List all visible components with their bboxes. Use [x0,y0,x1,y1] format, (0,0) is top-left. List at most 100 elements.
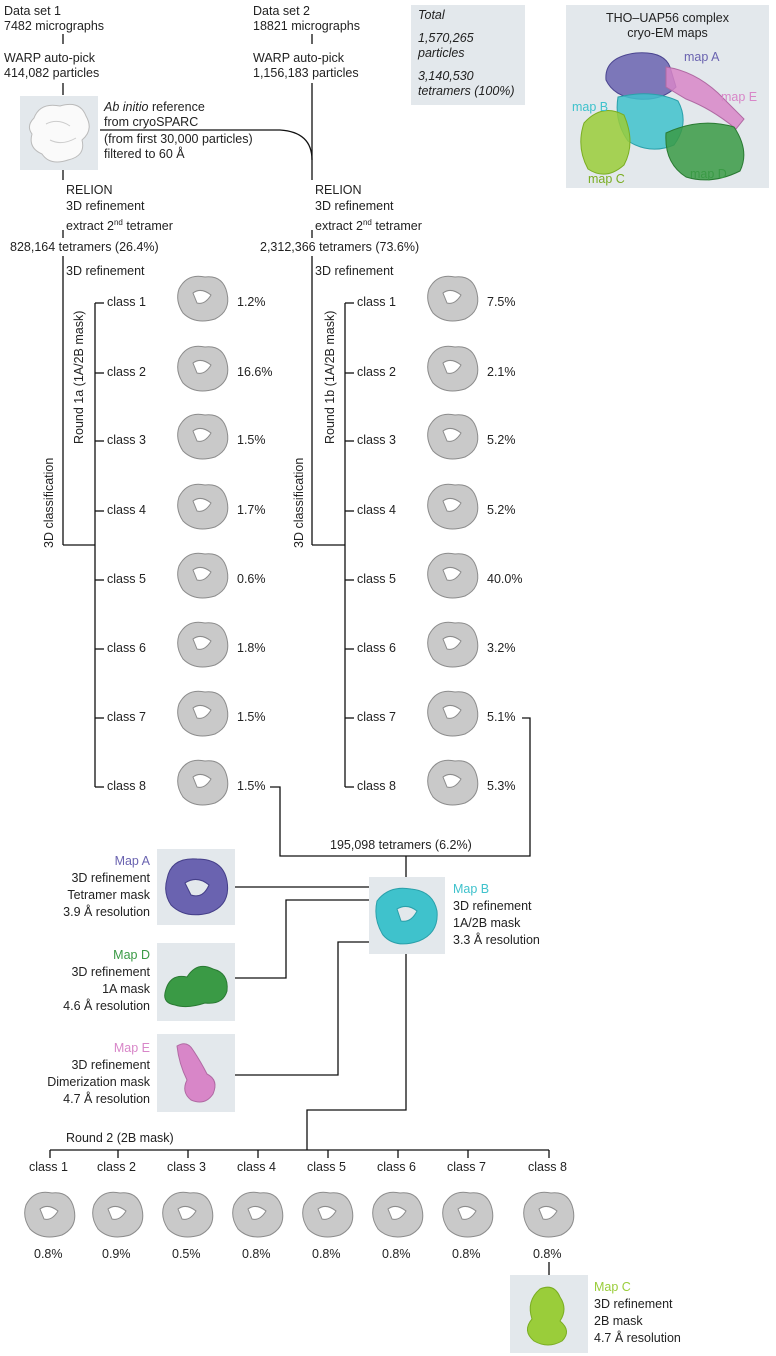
round2-class-thumbnail [366,1183,430,1244]
class-thumbnail [421,613,485,678]
map-b-density [375,887,438,945]
map-d-density [164,965,228,1008]
class-label: class 6 [357,641,396,655]
class-thumbnail [171,544,235,609]
class-thumbnail [421,267,485,332]
round2-label: Round 2 (2B mask) [66,1131,174,1145]
class-density-map [177,483,229,530]
relion2-title: RELION [315,183,362,197]
relion1-title: RELION [66,183,113,197]
map-c-thumbnail [510,1275,588,1353]
map-c-density [527,1286,567,1346]
class-thumbnail [421,475,485,540]
dataset2-pick: WARP auto-pick [253,51,345,65]
dataset1-micrographs: 7482 micrographs [4,19,105,33]
class-thumbnail [171,475,235,540]
class-label: class 6 [107,641,146,655]
dataset2-particles: 1,156,183 particles [253,66,359,80]
relion1-extract-post: tetramer [122,219,173,234]
class-density-map [177,759,229,806]
relion2-extract-pre: extract 2 [315,219,363,234]
refine2-label: 3D refinement [315,264,394,278]
class-label: class 5 [357,572,396,586]
round2-class-thumbnail [517,1183,581,1244]
class-label: class 2 [357,365,396,379]
map-e-name: Map E [113,1041,150,1055]
round2-class-percentage: 0.8% [533,1247,562,1261]
map-a-thumbnail [157,849,235,925]
total-label: Total [418,8,445,22]
class-density-map [24,1191,76,1238]
class-percentage: 1.5% [237,710,266,724]
class-percentage: 5.1% [487,710,516,724]
round2-class-thumbnail [296,1183,360,1244]
round2-class-percentage: 0.9% [102,1247,131,1261]
class-density-map [427,690,479,737]
round2-class-thumbnail [226,1183,290,1244]
class-density-map [302,1191,354,1238]
overview-title-line2: cryo-EM maps [627,26,708,40]
class-thumbnail [421,544,485,609]
relion1-extract-pre: extract 2 [66,219,114,234]
overview-title-line1: THO–UAP56 complex [606,11,729,25]
relion2-extract-post: tetramer [371,219,422,234]
map-e-density [176,1043,216,1103]
ab-initio-reference-thumbnail [20,96,98,170]
ab-initio-rest: reference [148,100,205,114]
map-a-line1: 3D refinement [71,871,150,885]
class-percentage: 3.2% [487,641,516,655]
class-label: class 8 [357,779,396,793]
map-c-name: Map C [594,1280,631,1294]
class-density-map [177,413,229,460]
map-b-name: Map B [453,882,490,896]
class-percentage: 7.5% [487,295,516,309]
dataset2-micrographs: 18821 micrographs [253,19,361,33]
dataset1-particles: 414,082 particles [4,66,100,80]
class-density-map [427,552,479,599]
round2-class-thumbnail [156,1183,220,1244]
relion2-extract: extract 2nd tetramer [315,215,422,234]
total-particles-count: 1,570,265 [418,31,474,45]
class-percentage: 1.5% [237,779,266,793]
map-c-line1: 3D refinement [594,1297,673,1311]
class-thumbnail [171,405,235,470]
overview-map-d-label: map D [690,167,727,181]
round2-class-percentage: 0.5% [172,1247,201,1261]
class-percentage: 40.0% [487,572,523,586]
round2-class-label: class 6 [377,1160,416,1174]
class-density-map [177,345,229,392]
map-a-line2: Tetramer mask [67,888,150,902]
dataset1-title: Data set 1 [4,4,61,18]
class-label: class 3 [357,433,396,447]
class-density-map [92,1191,144,1238]
class-density-map [427,621,479,668]
ab-initio-italic: Ab initio [104,100,149,114]
map-c-line3: 4.7 Å resolution [594,1331,681,1345]
map-d-name: Map D [113,948,150,962]
class-thumbnail [421,405,485,470]
ab-initio-blob [28,103,90,163]
round1a-label: Round 1a (1A/2B mask) [72,310,86,444]
class-label: class 7 [357,710,396,724]
class-density-map [177,621,229,668]
class-density-map [162,1191,214,1238]
class-thumbnail [421,751,485,816]
refine1-label: 3D refinement [66,264,145,278]
ab-initio-line2: from cryoSPARC [104,115,199,129]
class-density-map [427,483,479,530]
class-thumbnail [171,337,235,402]
class-density-map [427,275,479,322]
overview-maps-box: THO–UAP56 complex cryo-EM maps map A map… [566,5,769,188]
round2-class-percentage: 0.8% [312,1247,341,1261]
class-percentage: 5.2% [487,433,516,447]
map-b-thumbnail [369,877,445,954]
relion2-extract-sup: nd [362,218,372,227]
round2-class-label: class 4 [237,1160,276,1174]
relion2-refinement: 3D refinement [315,199,394,213]
class-thumbnail [421,337,485,402]
class-percentage: 5.3% [487,779,516,793]
round2-class-label: class 8 [528,1160,567,1174]
round2-class-percentage: 0.8% [382,1247,411,1261]
map-c-line2: 2B mask [594,1314,643,1328]
